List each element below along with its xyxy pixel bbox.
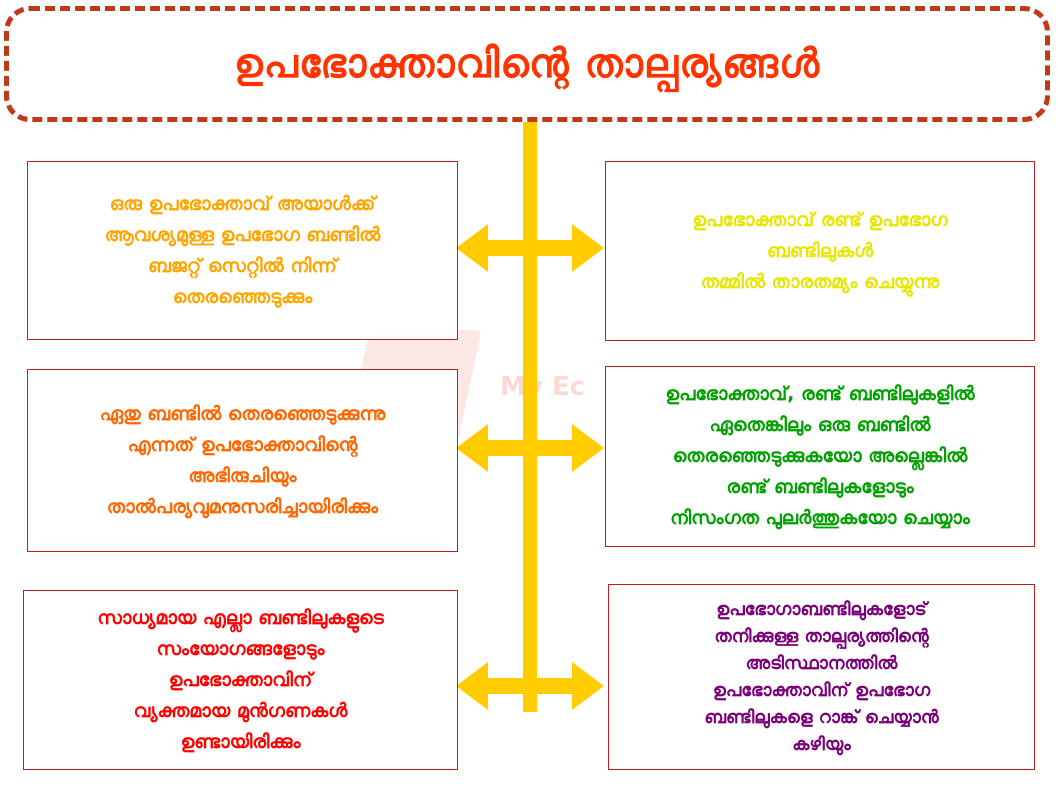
text-line: ബണ്ടിലുകൾ [766,239,874,262]
text-line: ഉപഭോക്താവ് രണ്ട് ഉപഭോഗ [692,208,948,231]
text-line: ഉപഭോഗാബണ്ടിലുകളോട് [716,599,927,620]
left-box-1: ഒരു ഉപഭോക്താവ് അയാൾക്ക് ആവശ്യമുള്ള ഉപഭോഗ… [27,161,458,340]
text-line: ഉപഭോക്താവിന് ഉപഭോഗ [712,680,931,701]
text-line: താൽപര്യവുമനുസരിച്ചായിരിക്കും [106,495,379,518]
text-line: ബജറ്റ് സെറ്റിൽ നിന്ന് [148,254,337,277]
page-title: ഉപഭോക്താവിന്റെ താല്പര്യങ്ങൾ [233,41,821,87]
vertical-connector [523,122,537,712]
text-line: തമ്മിൽ താരതമ്യം ചെയ്യുന്നു [700,270,940,293]
text-line: നിസംഗത പുലർത്തുകയോ ചെയ്യാം [670,507,970,529]
text-line: അഭിരുചിയും [188,464,297,487]
text-line: ആവശ്യമുള്ള ഉപഭോഗ ബണ്ടിൽ [104,223,381,246]
text-line: കഴിയും [792,734,851,755]
left-box-3-text: സാധ്യമായ എല്ലാ ബണ്ടിലുകളുടെ സംയോഗങ്ങളോടു… [97,603,383,758]
left-box-1-text: ഒരു ഉപഭോക്താവ് അയാൾക്ക് ആവശ്യമുള്ള ഉപഭോഗ… [105,189,381,313]
double-arrow-1-icon [456,224,604,272]
watermark-text: My Ec [500,372,586,402]
text-line: സാധ്യമായ എല്ലാ ബണ്ടിലുകളുടെ [97,606,384,629]
text-line: തനിക്കുള്ള താല്പര്യത്തിന്റെ [714,626,929,647]
text-line: ബണ്ടിലുകളെ റാങ്ക് ചെയ്യാൻ [704,707,939,728]
right-box-2-text: ഉപഭോക്താവ്, രണ്ട് ബണ്ടിലുകളിൽ ഏതെങ്കിലും… [665,379,974,534]
right-box-3: ഉപഭോഗാബണ്ടിലുകളോട് തനിക്കുള്ള താല്പര്യത്… [608,584,1035,770]
double-arrow-2-icon [456,424,604,472]
text-line: ഉപഭോക്താവിന് [168,668,313,691]
text-line: ഉപഭോക്താവ്, രണ്ട് ബണ്ടിലുകളിൽ [665,383,975,405]
text-line: തെരഞ്ഞെടുക്കുകയോ അല്ലെങ്കിൽ [672,445,968,467]
text-line: വ്യക്തമായ മുൻഗണകൾ [133,699,348,722]
left-box-2: ഏതു ബണ്ടിൽ തെരഞ്ഞെടുക്കുന്നു എന്നത് ഉപഭോ… [27,369,458,552]
text-line: ഏതെങ്കിലും ഒരു ബണ്ടിൽ [709,414,931,436]
right-box-3-text: ഉപഭോഗാബണ്ടിലുകളോട് തനിക്കുള്ള താല്പര്യത്… [704,596,938,758]
title-banner: ഉപഭോക്താവിന്റെ താല്പര്യങ്ങൾ [4,6,1050,122]
text-line: രണ്ട് ബണ്ടിലുകളോടും [726,476,914,498]
text-line: ഒരു ഉപഭോക്താവ് അയാൾക്ക് [109,192,376,215]
text-line: തെരഞ്ഞെടുക്കും [172,285,313,308]
text-line: അടിസ്ഥാനത്തിൽ [745,653,898,674]
text-line: സംയോഗങ്ങളോടും [156,637,325,660]
text-line: ഏതു ബണ്ടിൽ തെരഞ്ഞെടുക്കുന്നു [99,402,386,425]
text-line: എന്നത് ഉപഭോക്താവിന്റെ [127,433,358,456]
left-box-3: സാധ്യമായ എല്ലാ ബണ്ടിലുകളുടെ സംയോഗങ്ങളോടു… [23,590,458,770]
text-line: ഉണ്ടായിരിക്കും [180,730,301,753]
double-arrow-3-icon [456,662,604,710]
right-box-1: ഉപഭോക്താവ് രണ്ട് ഉപഭോഗ ബണ്ടിലുകൾ തമ്മിൽ … [605,161,1035,341]
left-box-2-text: ഏതു ബണ്ടിൽ തെരഞ്ഞെടുക്കുന്നു എന്നത് ഉപഭോ… [100,399,385,523]
right-box-1-text: ഉപഭോക്താവ് രണ്ട് ഉപഭോഗ ബണ്ടിലുകൾ തമ്മിൽ … [692,205,947,298]
right-box-2: ഉപഭോക്താവ്, രണ്ട് ബണ്ടിലുകളിൽ ഏതെങ്കിലും… [605,366,1035,547]
